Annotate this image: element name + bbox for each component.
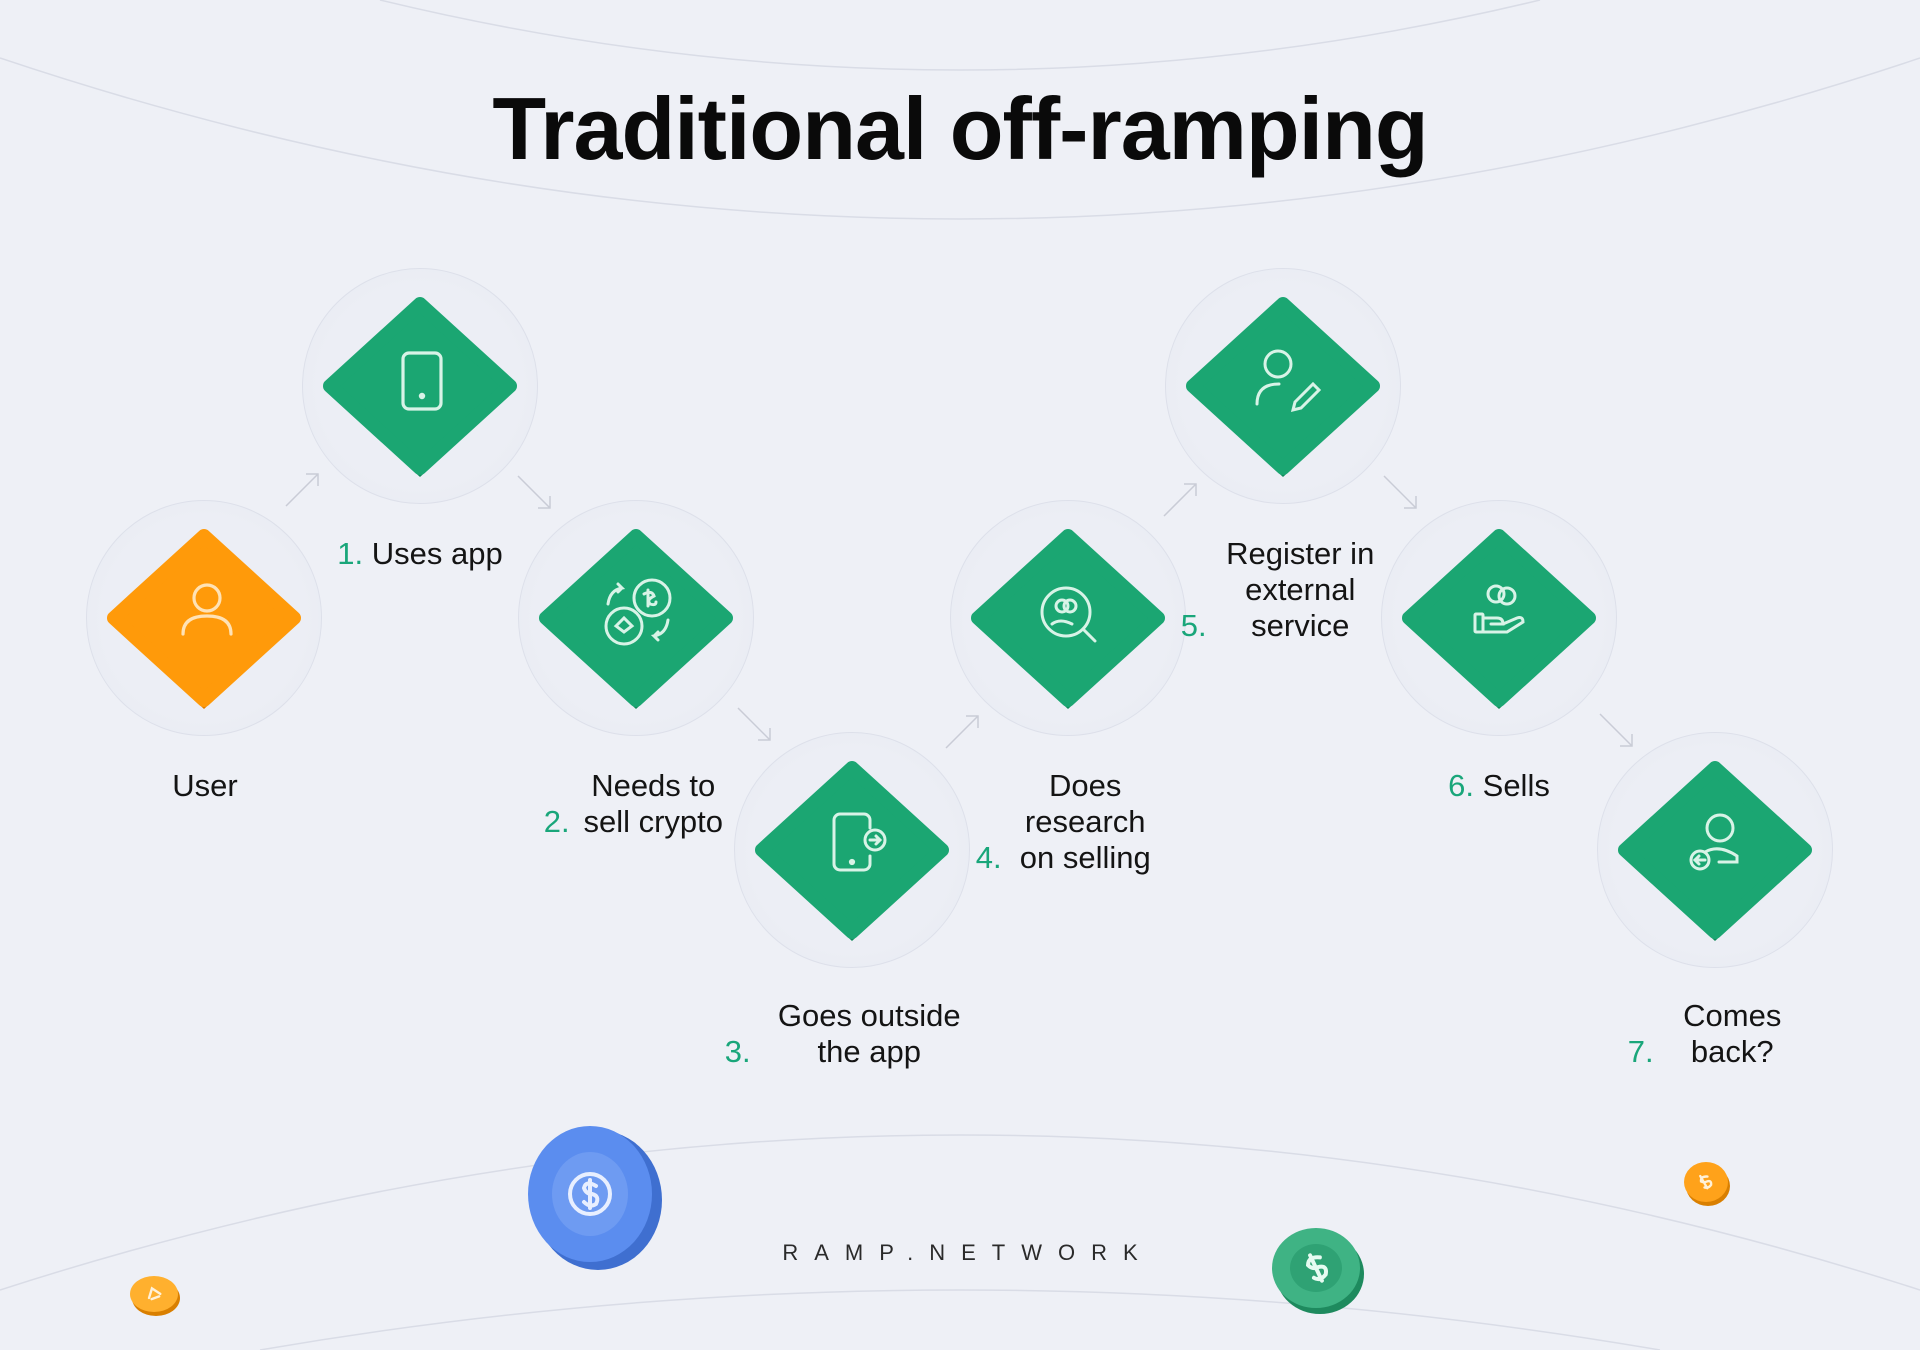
step-user-node bbox=[86, 500, 322, 736]
step-5-node bbox=[1165, 268, 1401, 504]
step-6-node bbox=[1381, 500, 1617, 736]
connector-arrow bbox=[1163, 483, 1197, 517]
green-dollar-coin-icon bbox=[1272, 1228, 1364, 1314]
blue-dollar-coin-icon bbox=[528, 1126, 662, 1270]
page-title: Traditional off-ramping bbox=[492, 79, 1428, 178]
user-return-icon bbox=[1689, 813, 1739, 871]
step-7-node bbox=[1597, 732, 1833, 968]
step-6-label: 6. Sells bbox=[1448, 768, 1550, 803]
connector-arrow bbox=[1383, 475, 1417, 509]
exit-app-icon bbox=[832, 812, 887, 872]
step-5-label: 5. Register in external service bbox=[1180, 536, 1375, 643]
step-7-label: 7. Comes back? bbox=[1627, 998, 1782, 1069]
green-diamond-tile bbox=[323, 297, 517, 477]
step-4-label: 4. Does research on selling bbox=[975, 768, 1151, 875]
green-diamond-tile bbox=[971, 529, 1165, 709]
green-diamond-tile bbox=[1402, 529, 1596, 709]
green-diamond-tile bbox=[1186, 297, 1380, 477]
step-1-label: 1. Uses app bbox=[337, 536, 503, 571]
user-edit-icon bbox=[1255, 349, 1322, 413]
connector-arrow bbox=[285, 473, 319, 507]
research-magnifier-icon bbox=[1040, 586, 1097, 643]
step-4-node bbox=[950, 500, 1186, 736]
step-1-node bbox=[302, 268, 538, 504]
orange-diamond-tile bbox=[107, 529, 301, 709]
step-3-label: 3. Goes outside the app bbox=[724, 998, 961, 1069]
orange-coin-icon bbox=[130, 1276, 180, 1316]
hand-coins-icon bbox=[1473, 584, 1525, 634]
step-2-label: 2. Needs to sell crypto bbox=[543, 768, 723, 839]
coin-exchange-icon bbox=[604, 578, 672, 646]
connector-arrow bbox=[737, 707, 771, 741]
green-diamond-tile bbox=[539, 529, 733, 709]
orange-coin-icon bbox=[1684, 1162, 1730, 1206]
connector-arrow bbox=[517, 475, 551, 509]
green-diamond-tile bbox=[1618, 761, 1812, 941]
user-icon bbox=[181, 583, 233, 636]
connector-arrow bbox=[1599, 713, 1633, 747]
step-3-node bbox=[734, 732, 970, 968]
step-user-label: User bbox=[172, 768, 238, 803]
step-2-node bbox=[518, 500, 754, 736]
phone-icon bbox=[401, 351, 443, 411]
green-diamond-tile bbox=[755, 761, 949, 941]
brand-wordmark: RAMP.NETWORK bbox=[782, 1240, 1154, 1265]
connector-arrow bbox=[945, 715, 979, 749]
